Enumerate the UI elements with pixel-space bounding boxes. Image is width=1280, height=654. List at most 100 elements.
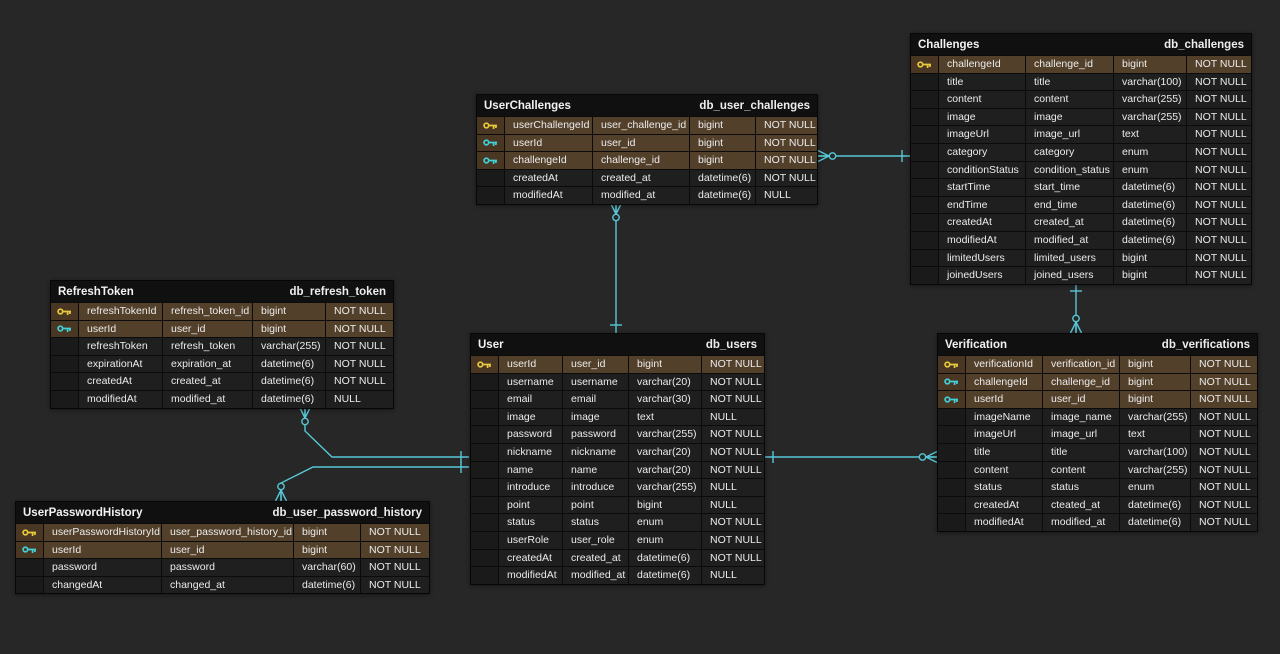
type-cell: enum: [1114, 161, 1187, 179]
table-title: UserPasswordHistory: [23, 506, 143, 519]
relationship-verification-to-user: [765, 450, 938, 464]
nullability-cell: NOT NULL: [1195, 269, 1247, 282]
type-cell: datetime(6): [629, 549, 702, 567]
nullability-cell: NOT NULL: [764, 119, 816, 131]
nullability-cell: NOT NULL: [334, 305, 386, 317]
nullability-cell: NOT NULL: [710, 445, 762, 458]
db-column-cell: created_at: [563, 549, 629, 567]
column-name-cell: userId: [79, 320, 163, 338]
column-name-cell: refreshTokenId: [79, 303, 163, 320]
column-name-cell: changedAt: [44, 576, 162, 594]
nullability-cell: NOT NULL: [334, 357, 386, 370]
nullability-cell: NOT NULL: [369, 578, 421, 591]
db-column-cell: user_id: [593, 134, 690, 152]
key-cell: [471, 408, 499, 426]
type-cell: datetime(6): [1114, 214, 1187, 231]
column-name-cell: password: [44, 559, 162, 576]
key-cell: [471, 496, 499, 514]
key-cell: [477, 187, 505, 204]
key-cell: [471, 514, 499, 531]
column-name-cell: content: [966, 461, 1043, 479]
db-column-cell: modified_at: [1043, 514, 1120, 531]
db-column-cell: challenge_id: [1026, 56, 1114, 73]
table-title: RefreshToken: [58, 285, 134, 298]
key-cell: [938, 408, 966, 426]
type-cell: bigint: [690, 152, 756, 169]
column-name-cell: userRole: [499, 531, 563, 549]
column-name-cell: refreshToken: [79, 338, 163, 355]
type-cell: varchar(100): [1120, 443, 1191, 461]
type-cell: varchar(100): [1114, 73, 1187, 91]
column-name-cell: email: [499, 391, 563, 408]
nullability-cell: NOT NULL: [334, 375, 386, 388]
db-column-cell: modified_at: [163, 390, 253, 408]
key-cell: [938, 496, 966, 514]
column-name-cell: name: [499, 461, 563, 479]
